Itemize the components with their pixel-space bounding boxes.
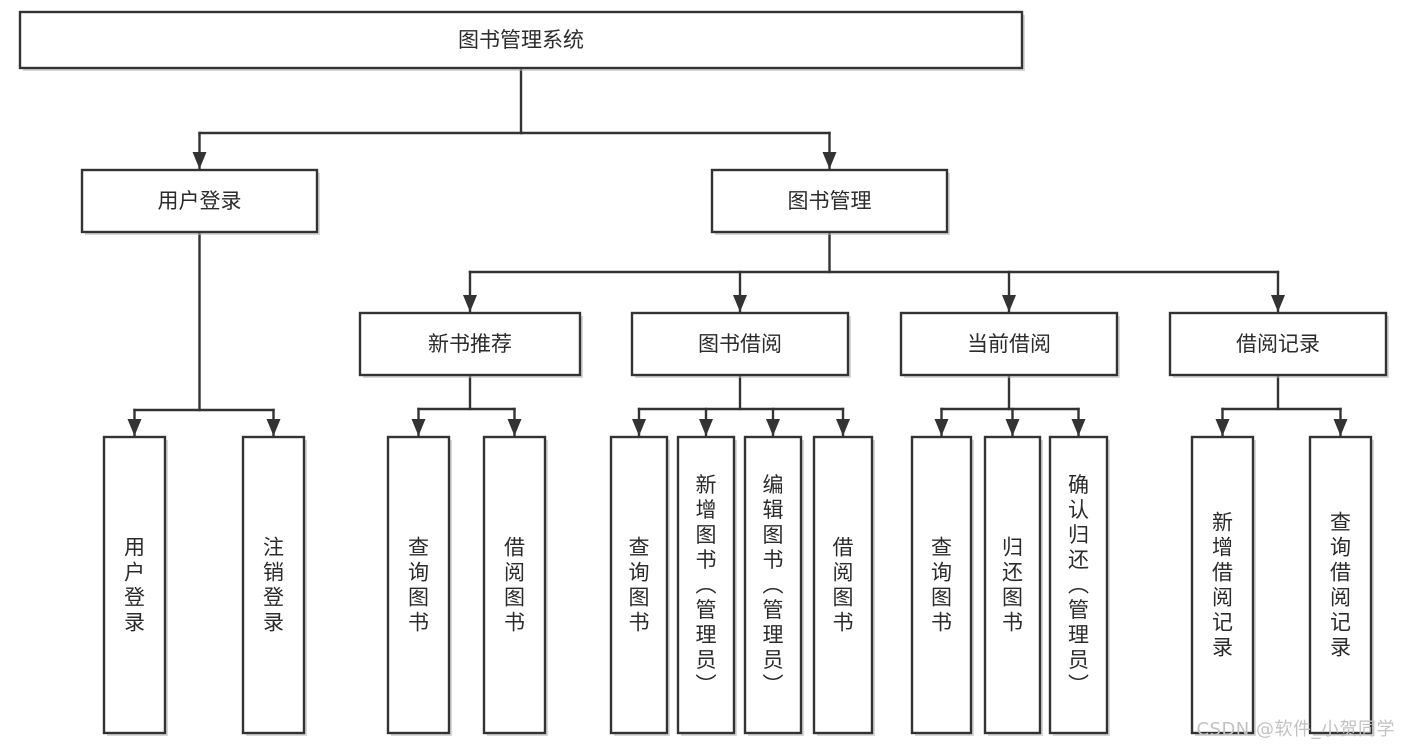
arrow-head-icon <box>822 152 837 169</box>
node-box <box>983 435 1042 735</box>
arrow-head-icon <box>1333 419 1348 436</box>
node-leaf-query-book-cur[interactable]: 查询图书 <box>910 435 974 736</box>
node-leaf-borrow-book-rec[interactable]: 借阅图书 <box>482 435 548 736</box>
node-label: 查询图书 <box>931 536 952 635</box>
node-leaf-borrow-book-bor[interactable]: 借阅图书 <box>812 435 875 736</box>
node-label: 图书管理 <box>788 189 872 213</box>
arrow-head-icon <box>733 295 747 312</box>
node-leaf-user-logout[interactable]: 注销登录 <box>241 435 307 736</box>
node-label: 注销登录 <box>263 536 284 635</box>
node-box <box>899 311 1119 377</box>
node-user-login[interactable]: 用户登录 <box>80 168 320 235</box>
node-box <box>1168 311 1388 377</box>
node-label: 确认归还︵管理员︶ <box>1068 473 1089 697</box>
node-label: 新增图书︵管理员︶ <box>696 473 717 697</box>
node-leaf-user-login[interactable]: 用户登录 <box>102 435 168 736</box>
arrow-head-icon <box>1215 419 1230 436</box>
node-box <box>386 435 451 735</box>
node-box <box>676 435 736 735</box>
node-label: 查询借阅记录 <box>1330 511 1351 660</box>
node-label: 借阅图书 <box>833 536 854 635</box>
nodes-layer: 图书管理系统用户登录图书管理新书推荐图书借阅当前借阅借阅记录用户登录注销登录查询… <box>18 10 1389 736</box>
node-current-borrow[interactable]: 当前借阅 <box>899 311 1120 378</box>
node-label: 借阅图书 <box>504 536 525 635</box>
node-leaf-query-record[interactable]: 查询借阅记录 <box>1308 435 1374 736</box>
node-label: 新书推荐 <box>428 332 512 356</box>
node-box <box>482 435 547 735</box>
node-box <box>102 435 167 735</box>
node-book-borrow[interactable]: 图书借阅 <box>630 311 851 378</box>
node-new-book-recommend[interactable]: 新书推荐 <box>358 311 583 378</box>
node-box <box>241 435 306 735</box>
node-root[interactable]: 图书管理系统 <box>18 10 1025 71</box>
node-label: 图书管理系统 <box>458 28 584 52</box>
arrow-head-icon <box>766 419 780 436</box>
arrow-head-icon <box>463 295 477 312</box>
arrow-head-icon <box>1071 419 1086 436</box>
node-label: 归还图书 <box>1002 536 1023 635</box>
arrow-head-icon <box>411 419 426 436</box>
node-leaf-edit-book[interactable]: 编辑图书︵管理员︶ <box>743 435 804 736</box>
node-box <box>812 435 874 735</box>
csdn-watermark: CSDN @软件_小贺同学 <box>1196 719 1395 740</box>
node-label: 新增借阅记录 <box>1212 511 1233 660</box>
arrow-head-icon <box>1271 295 1285 312</box>
node-label: 编辑图书︵管理员︶ <box>763 473 784 697</box>
node-box <box>1190 435 1255 735</box>
node-box <box>1048 435 1109 735</box>
node-leaf-query-book-bor[interactable]: 查询图书 <box>609 435 670 736</box>
node-label: 当前借阅 <box>967 332 1051 356</box>
node-label: 用户登录 <box>158 189 242 213</box>
node-leaf-add-book[interactable]: 新增图书︵管理员︶ <box>676 435 737 736</box>
node-box <box>910 435 973 735</box>
node-label: 查询图书 <box>629 536 650 635</box>
node-box <box>18 10 1024 70</box>
node-box <box>630 311 850 377</box>
node-box <box>358 311 582 377</box>
node-leaf-query-book-rec[interactable]: 查询图书 <box>386 435 452 736</box>
node-label: 用户登录 <box>124 536 145 635</box>
node-box <box>80 168 319 234</box>
node-label: 查询图书 <box>408 536 429 635</box>
arrow-head-icon <box>266 419 281 436</box>
node-book-manage[interactable]: 图书管理 <box>710 168 950 235</box>
arrow-head-icon <box>836 419 850 436</box>
arrow-head-icon <box>507 419 522 436</box>
node-leaf-add-record[interactable]: 新增借阅记录 <box>1190 435 1256 736</box>
node-borrow-record[interactable]: 借阅记录 <box>1168 311 1389 378</box>
node-leaf-return-book[interactable]: 归还图书 <box>983 435 1043 736</box>
arrow-head-icon <box>127 419 142 436</box>
node-box <box>609 435 669 735</box>
arrow-head-icon <box>632 419 646 436</box>
arrow-head-icon <box>192 152 207 169</box>
node-box <box>710 168 949 234</box>
node-box <box>743 435 803 735</box>
arrow-head-icon <box>934 419 949 436</box>
edges-layer <box>127 66 1348 438</box>
node-label: 图书借阅 <box>698 332 782 356</box>
node-label: 借阅记录 <box>1236 332 1320 356</box>
arrow-head-icon <box>1005 419 1020 436</box>
arrow-head-icon <box>699 419 713 436</box>
node-box <box>1308 435 1373 735</box>
node-leaf-confirm-return[interactable]: 确认归还︵管理员︶ <box>1048 435 1110 736</box>
arrow-head-icon <box>1002 295 1016 312</box>
